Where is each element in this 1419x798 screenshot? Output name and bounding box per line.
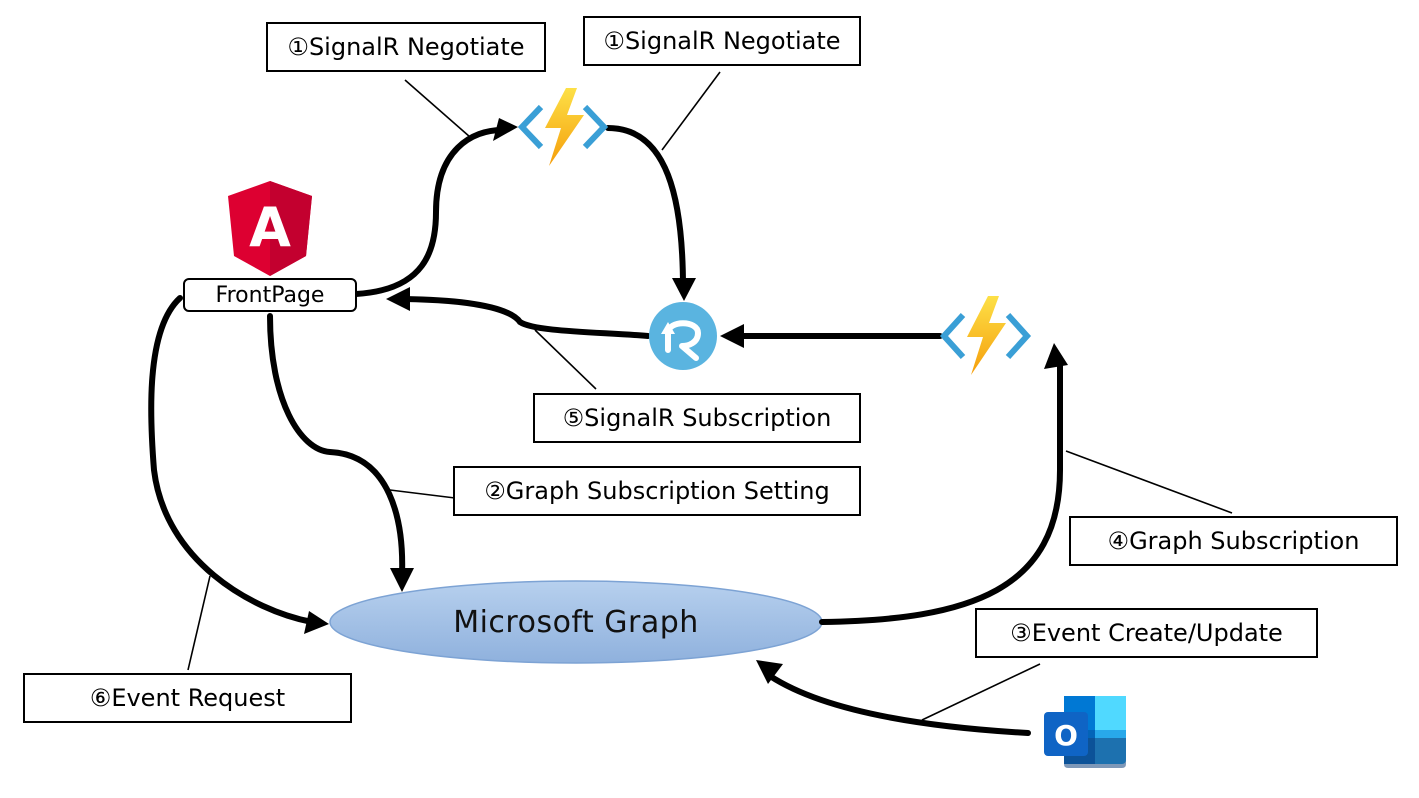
signalr-icon [649, 302, 717, 370]
azure-function-icon [939, 296, 1032, 375]
angular-letter: A [249, 196, 291, 259]
microsoft-graph-label: Microsoft Graph [453, 604, 699, 640]
arrow-signalr-to-frontpage [401, 296, 651, 339]
label-signalr-negotiate-left: ①SignalR Negotiate [266, 22, 546, 72]
frontpage-node: FrontPage [183, 278, 357, 312]
leader-event-request [187, 575, 211, 671]
arrow-graph-to-function2 [819, 357, 1063, 625]
leader-lines [187, 71, 1233, 721]
arrow-frontpage-to-graph-setting [267, 313, 406, 578]
leader-graph-subscription [1065, 450, 1233, 514]
leader-negotiate-right [661, 71, 721, 151]
label-graph-subscription-setting: ②Graph Subscription Setting [453, 466, 861, 516]
arrowhead-frontpage-in [386, 287, 410, 311]
flow-arrows [148, 125, 1063, 736]
outlook-letter: O [1054, 719, 1078, 752]
leader-graph-subscription-setting [389, 489, 456, 499]
arrowhead-signalr-from-function2 [720, 324, 744, 348]
arrow-frontpage-to-function [353, 127, 505, 297]
arrow-outlook-to-graph [767, 673, 1031, 736]
arrowhead-graph-from-outlook [756, 660, 783, 684]
label-signalr-subscription: ⑤SignalR Subscription [533, 393, 861, 443]
arrowhead-graph-event-request [304, 611, 329, 634]
arrowhead-signalr-in [672, 278, 696, 301]
label-event-request: ⑥Event Request [23, 673, 352, 723]
label-event-create-update: ③Event Create/Update [975, 608, 1318, 658]
arrowhead-graph-setting [390, 568, 414, 592]
arrowhead-function2-in [1044, 343, 1068, 369]
arrow-function-to-signalr [605, 125, 686, 291]
arrow-frontpage-to-graph-event-request [148, 295, 315, 625]
arrowhead-function-in [493, 118, 518, 141]
leader-signalr-subscription [534, 329, 597, 390]
leader-event-create [921, 663, 1041, 721]
azure-function-icon [517, 88, 609, 166]
angular-icon: A [228, 181, 312, 276]
outlook-icon: O [1044, 696, 1126, 768]
label-graph-subscription: ④Graph Subscription [1069, 516, 1398, 566]
leader-negotiate-left [404, 79, 471, 138]
label-signalr-negotiate-right: ①SignalR Negotiate [583, 16, 861, 66]
arrowheads [304, 118, 1068, 684]
